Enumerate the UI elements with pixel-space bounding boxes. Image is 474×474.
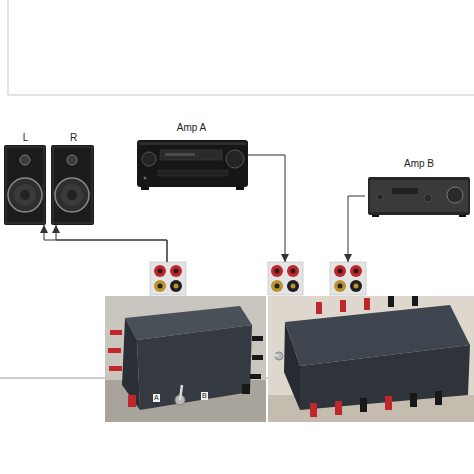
- device-label: Amp B: [365, 158, 473, 170]
- connector-wire: [248, 155, 285, 262]
- switch-box-photo: [105, 296, 266, 422]
- terminal-block: [268, 262, 303, 295]
- frame-line: [8, 0, 9, 95]
- speaker-left: [4, 145, 46, 225]
- terminal-block: [330, 262, 366, 295]
- device-label: Amp A: [135, 122, 248, 134]
- switch-label: A: [153, 394, 160, 402]
- speaker-right: [51, 145, 94, 225]
- amplifier-box: Amp B: [365, 158, 473, 216]
- amplifier-amp-b: [368, 177, 470, 217]
- switch-box: AB: [105, 262, 474, 422]
- device-label: L: [3, 132, 48, 144]
- switch-label: B: [201, 392, 208, 400]
- frame-line: [8, 95, 474, 96]
- connector-wire: [44, 225, 167, 262]
- switch-box-photo: [268, 296, 474, 422]
- device-label: R: [51, 132, 96, 144]
- connector-wire: [348, 196, 365, 262]
- speaker-box: L: [3, 132, 48, 225]
- connector-wire: [56, 225, 167, 262]
- amplifier-box: Amp A: [135, 122, 248, 190]
- receiver-amp-a: [137, 140, 248, 190]
- terminal-block: [150, 262, 186, 295]
- speaker-box: R: [51, 132, 96, 225]
